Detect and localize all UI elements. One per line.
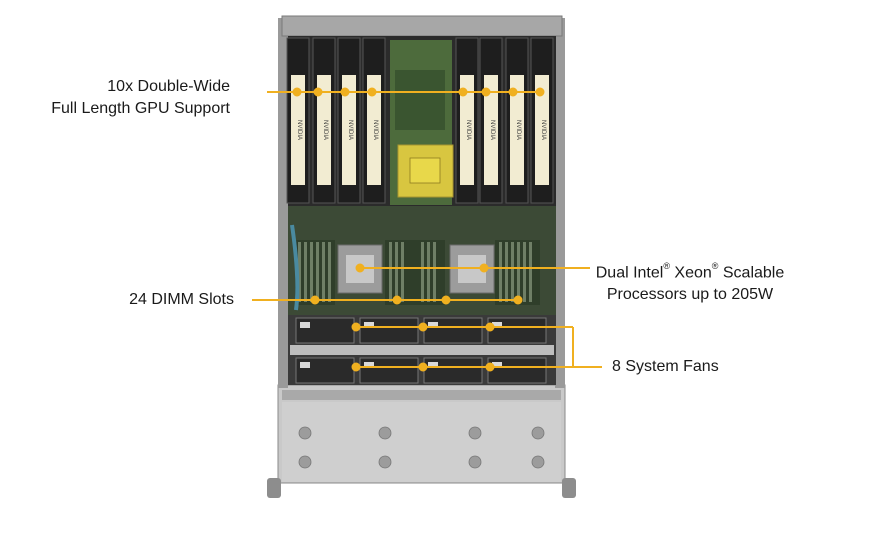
dimm-slots-text: 24 DIMM Slots xyxy=(129,291,234,308)
dimm-slots xyxy=(295,240,540,305)
gpu-card-1: NVIDIA xyxy=(286,37,310,204)
gpu-cards: NVIDIA NVIDIA NVIDIA NVIDIA NVIDIA NVIDIA NVID… xyxy=(286,37,554,204)
gpu-card-brand: NVIDIA xyxy=(296,120,302,140)
gpu-card-brand: NVIDIA xyxy=(347,120,353,140)
fan-8 xyxy=(487,357,547,384)
system-fans xyxy=(288,315,556,385)
gpu-card-6: NVIDIA xyxy=(479,37,503,204)
chassis-foot-right xyxy=(562,478,576,498)
fan-1 xyxy=(295,317,355,344)
callout-fans xyxy=(351,322,602,372)
callout-cpu xyxy=(355,263,590,273)
callout-dimm xyxy=(252,295,523,305)
callout-gpu xyxy=(267,87,545,97)
cpu-line1-a: Dual Intel xyxy=(595,264,664,282)
gpu-card-brand: NVIDIA xyxy=(540,120,546,140)
system-fans-label: 8 System Fans xyxy=(612,356,772,378)
gpu-card-brand: NVIDIA xyxy=(322,120,328,140)
gpu-card-brand: NVIDIA xyxy=(489,120,495,140)
cpu-label: Dual Intel® Xeon® Scalable Processors up… xyxy=(585,257,795,306)
server-chassis xyxy=(267,15,576,498)
gpu-card-8: NVIDIA xyxy=(530,37,554,204)
cpu-line2: Processors up to 205W xyxy=(606,286,774,304)
cpu-reg-mark-1: ® xyxy=(663,261,670,271)
gpu-card-brand: NVIDIA xyxy=(515,120,521,140)
gpu-card-7: NVIDIA xyxy=(505,37,529,204)
gpu-card-brand: NVIDIA xyxy=(465,120,471,140)
gpu-card-2: NVIDIA xyxy=(312,37,336,204)
fan-5 xyxy=(295,357,355,384)
fan-7 xyxy=(423,357,483,384)
fan-2 xyxy=(359,317,419,344)
gpu-support-label: 10x Double-Wide Full Length GPU Support xyxy=(20,76,230,120)
gpu-card-3: NVIDIA xyxy=(337,37,361,204)
dimm-slots-label: 24 DIMM Slots xyxy=(60,289,234,311)
gpu-support-line2: Full Length GPU Support xyxy=(51,100,230,117)
cpu-line1: Dual Intel® Xeon® Scalable xyxy=(585,257,795,284)
gpu-card-4: NVIDIA xyxy=(362,37,386,204)
fan-4 xyxy=(487,317,547,344)
system-fans-text: 8 System Fans xyxy=(612,358,719,375)
pcie-switch-board xyxy=(390,40,454,205)
chassis-foot-left xyxy=(267,478,281,498)
fan-3 xyxy=(423,317,483,344)
gpu-card-5: NVIDIA xyxy=(455,37,479,204)
cpu-line1-c: Scalable xyxy=(718,264,785,282)
gpu-support-line1: 10x Double-Wide xyxy=(107,78,230,95)
cpu-line1-b: Xeon xyxy=(669,264,712,282)
gpu-card-brand: NVIDIA xyxy=(372,120,378,140)
cpu-reg-mark-2: ® xyxy=(711,261,719,271)
front-panel-screws xyxy=(298,426,545,469)
fan-6 xyxy=(359,357,419,384)
